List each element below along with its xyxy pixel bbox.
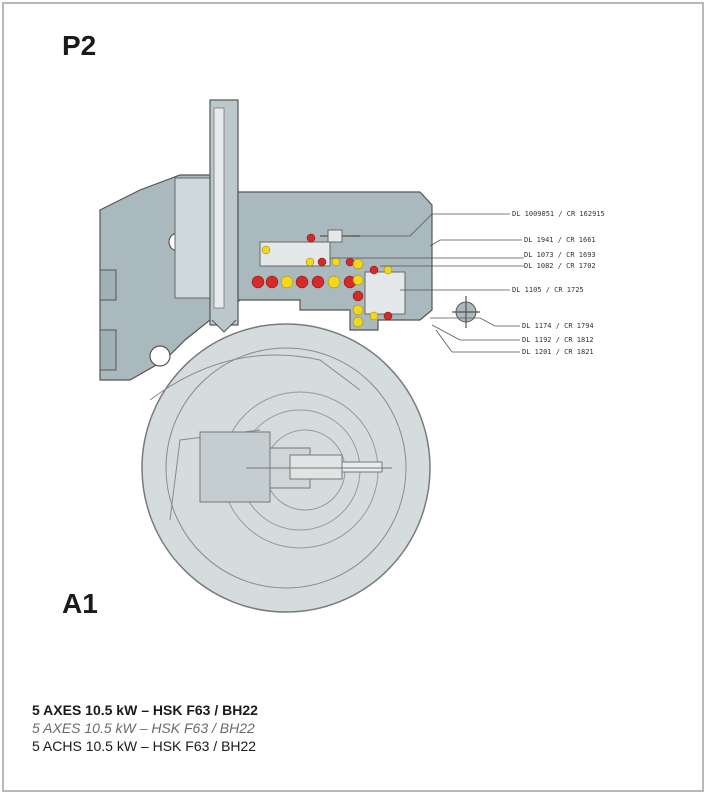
caption-italian: 5 AXES 10.5 kW – HSK F63 / BH22 xyxy=(32,720,255,736)
caption-german: 5 ACHS 10.5 kW – HSK F63 / BH22 xyxy=(32,738,257,754)
callout-label-8: DL 1201 / CR 1821 xyxy=(522,348,594,356)
callout-label-4: DL 1082 / CR 1702 xyxy=(524,262,596,270)
callout-label-1: DL 1009051 / CR 162915 xyxy=(512,210,605,218)
callout-label-7: DL 1192 / CR 1812 xyxy=(522,336,594,344)
position-label-top: P2 xyxy=(62,30,97,61)
bearing-set xyxy=(251,233,393,328)
callout-label-6: DL 1174 / CR 1794 xyxy=(522,322,594,330)
crosshair-icon xyxy=(452,296,480,328)
vertical-column xyxy=(209,99,239,333)
callout-label-2: DL 1941 / CR 1661 xyxy=(524,236,596,244)
callout-label-3: DL 1073 / CR 1693 xyxy=(524,251,596,259)
left-bracket xyxy=(99,174,241,381)
spindle-unit xyxy=(199,431,392,503)
callout-label-5: DL 1105 / CR 1725 xyxy=(512,286,584,294)
caption-english: 5 AXES 10.5 kW – HSK F63 / BH22 xyxy=(32,702,258,718)
callout-leaders xyxy=(330,213,524,353)
position-label-bottom: A1 xyxy=(62,588,98,619)
